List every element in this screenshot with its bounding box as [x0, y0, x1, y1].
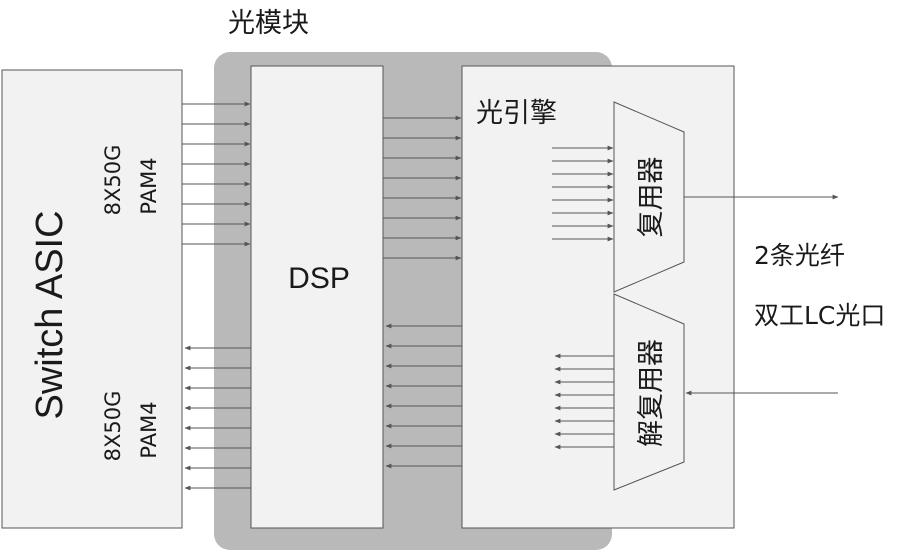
tx-modulation-label: PAM4: [137, 157, 161, 214]
rx-modulation-label: PAM4: [137, 401, 161, 458]
module-title: 光模块: [228, 8, 309, 39]
optical-engine-box: [461, 65, 735, 529]
mux-label: 复用器: [636, 157, 667, 238]
switch-asic-label: Switch ASIC: [29, 210, 71, 419]
fiber-count-label: 2条光纤: [754, 241, 845, 270]
fiber-port-label: 双工LC光口: [754, 301, 885, 330]
switch-asic-box: [1, 69, 183, 529]
engine-title: 光引擎: [476, 98, 557, 129]
rx-rate-label: 8X50G: [101, 391, 125, 462]
mux-block: [613, 101, 685, 293]
dsp-label: DSP: [288, 262, 350, 295]
demux-block: [613, 293, 685, 491]
demux-label: 解复用器: [636, 339, 667, 447]
signal-lanes: [182, 101, 614, 491]
dsp-box: [250, 65, 384, 529]
tx-rate-label: 8X50G: [101, 145, 125, 216]
